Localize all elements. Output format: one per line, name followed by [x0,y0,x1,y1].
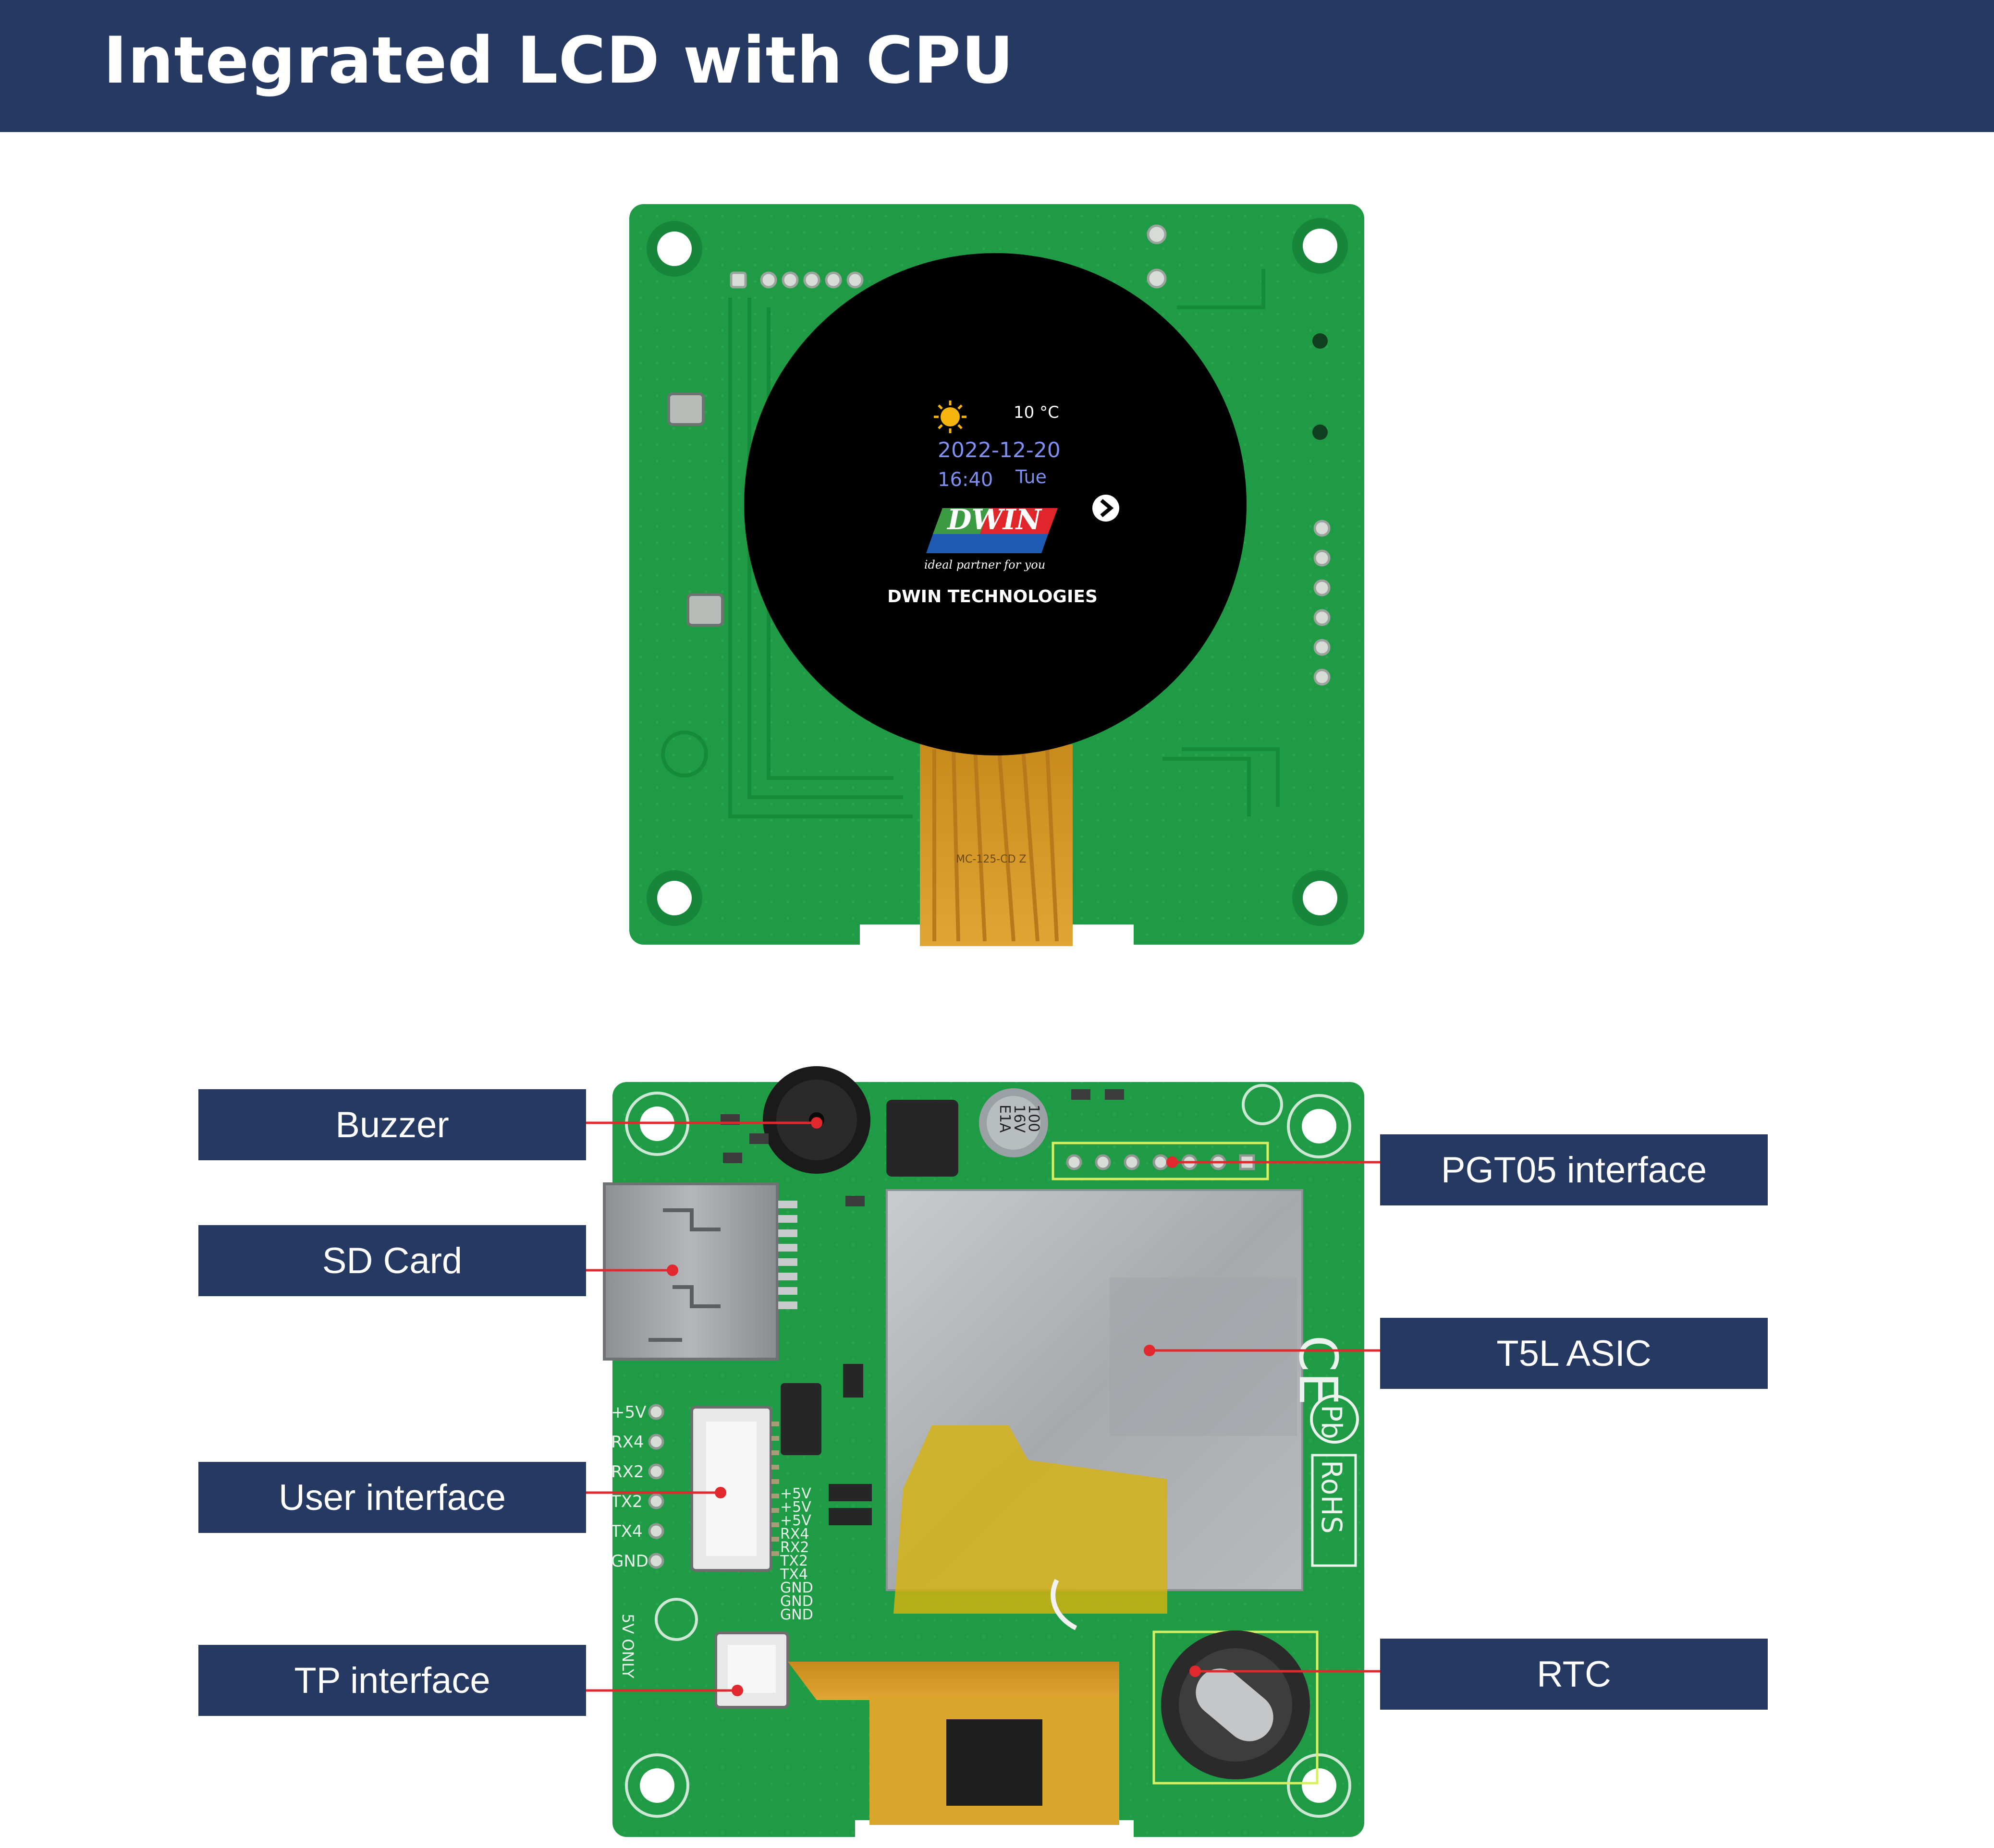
pin-label: RX2 [780,1539,809,1556]
pin-label: +5V [780,1485,811,1502]
dwin-logo: DWIN ideal partner for you [924,503,1058,571]
pin-label: RX2 [611,1462,644,1482]
svg-text:E1A: E1A [996,1105,1013,1133]
round-lcd-screen: 10 °C 2022-12-20 16:40 Tue DWIN ideal pa… [744,253,1247,755]
temperature-readout: 10 °C [1014,403,1059,422]
company-name: DWIN TECHNOLOGIES [887,587,1098,607]
mounting-hole [1287,1753,1351,1818]
mounting-hole [1292,218,1348,274]
touch-fpc-cable [788,1662,1119,1825]
svg-text:16V: 16V [1011,1105,1028,1133]
dwin-logo-tagline: ideal partner for you [924,558,1045,571]
user-interface-connector [690,1406,779,1572]
electrolytic-capacitor: 100 16V E1A [979,1088,1048,1157]
callout-sd-card: SD Card [198,1225,586,1296]
date-readout: 2022-12-20 [938,438,1061,462]
mounting-hole [1292,870,1348,926]
callout-t5l-asic: T5L ASIC [1380,1318,1768,1389]
callout-lines [586,1117,1380,1696]
next-arrow-icon[interactable] [1092,495,1119,522]
tp-interface-connector [714,1631,789,1709]
rohs-mark: RoHS [1315,1460,1348,1534]
pin-label: TX4 [780,1566,808,1583]
time-readout: 16:40 [938,469,993,491]
lcd-fpc-cable: MC-125-CD Z [920,744,1073,946]
front-board: MC-125-CD Z 10 °C 2022-12-20 16:40 Tue [629,204,1364,946]
pin-label: TX2 [611,1492,643,1511]
fpc-marking: MC-125-CD Z [956,853,1027,865]
pin-label: +5V [611,1403,646,1422]
pin-label: GND [611,1552,648,1571]
callout-pgt05-interface: PGT05 interface [1380,1134,1768,1205]
dwin-logo-text: DWIN [946,503,1042,536]
mounting-hole [647,221,702,277]
header-bar: Integrated LCD with CPU [0,0,1994,132]
pin-label: RX4 [611,1433,644,1452]
pin-label: RX4 [780,1526,809,1543]
pin-label: TX2 [780,1553,808,1569]
mounting-hole [647,870,702,926]
compliance-marks: CE Pb RoHS [1287,1335,1359,1567]
weekday-readout: Tue [1015,466,1047,487]
pin-label: +5V [780,1512,811,1529]
pin-label: GND [780,1580,813,1596]
sun-icon [934,401,966,433]
pin-label: GND [780,1593,813,1610]
pb-mark: Pb [1315,1405,1348,1439]
pin-label: GND [780,1606,813,1623]
svg-text:100: 100 [1025,1105,1042,1132]
mounting-hole [1287,1094,1351,1158]
mounting-hole [625,1753,689,1818]
callout-rtc: RTC [1380,1639,1768,1710]
ce-mark: CE [1287,1335,1349,1405]
pin-label: +5V [780,1499,811,1516]
kapton-tape [893,1425,1167,1614]
callout-user-interface: User interface [198,1462,586,1533]
callout-tp-interface: TP interface [198,1645,586,1716]
page-title: Integrated LCD with CPU [103,23,1014,98]
five-volt-only-marking: 5V ONLY [619,1614,637,1678]
callout-buzzer: Buzzer [198,1089,586,1160]
pin-label: TX4 [611,1522,643,1541]
back-board: 100 16V E1A [603,1066,1364,1839]
